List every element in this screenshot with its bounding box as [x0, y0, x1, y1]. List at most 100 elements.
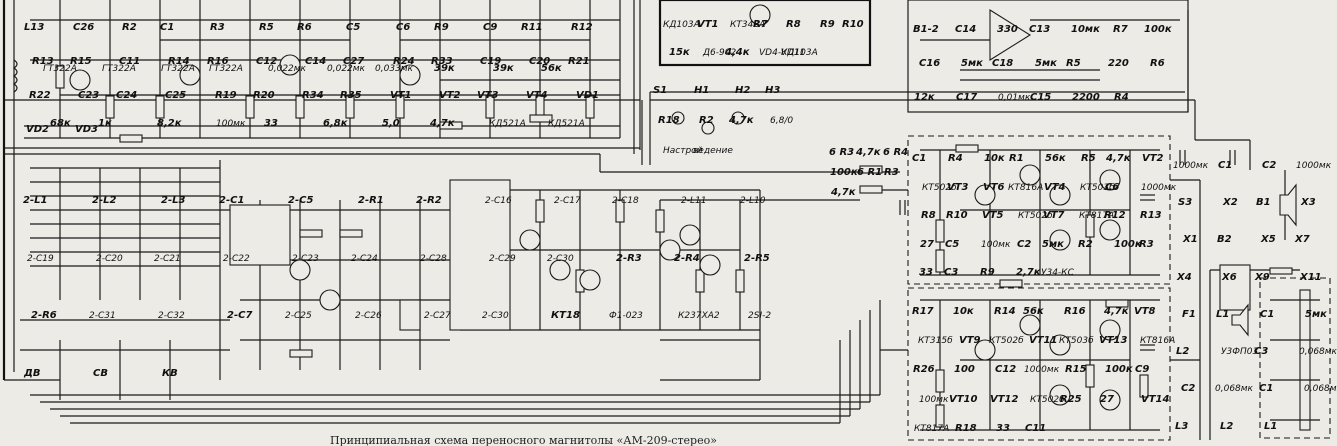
component-label: C3 [944, 267, 958, 278]
component-label: 2-C17 [554, 196, 581, 206]
component-label: R9 [820, 19, 835, 30]
component-label: КД103А [781, 48, 818, 58]
component-label: C3 [1254, 346, 1268, 357]
component-label: Д6-902 [702, 48, 736, 58]
component-label: 2-C27 [424, 311, 451, 321]
component-label: КТ503б [1080, 183, 1115, 193]
component-label: S1 [653, 85, 667, 96]
component-label: R3 [884, 167, 899, 178]
component-label: VD2 [26, 124, 49, 135]
component-label: 5мк [1035, 58, 1057, 69]
component-label: 6,8к [323, 118, 348, 129]
component-label: 5,0 [382, 118, 400, 129]
component-label: VT10 [949, 394, 978, 405]
component-label: 2SI-2 [748, 311, 771, 321]
component-label: R13 [32, 56, 54, 67]
component-label: ГТ322А [102, 64, 136, 74]
component-label: 5мк [961, 58, 983, 69]
component-label: R14 [994, 306, 1016, 317]
component-label: 100к [1144, 24, 1172, 35]
component-label: КТ342А [730, 20, 765, 30]
component-label: 39к [434, 63, 455, 74]
component-label: R12 [571, 22, 593, 33]
fm-wiring [20, 160, 761, 400]
component-label: 100мк [216, 119, 246, 129]
component-label: 56к [1045, 153, 1066, 164]
component-label: VT2 [1142, 153, 1164, 164]
component-label: R33 [431, 56, 453, 67]
component-label: C19 [480, 56, 501, 67]
component-label: КТ817А [914, 424, 949, 434]
component-label: C5 [945, 239, 959, 250]
component-label: R21 [568, 56, 590, 67]
component-label: 100мк [981, 240, 1011, 250]
component-label: 2-C26 [355, 311, 382, 321]
component-label: H1 [694, 85, 709, 96]
component-label: B1 [1256, 197, 1271, 208]
component-label: R16 [207, 56, 229, 67]
component-label: 2-R3 [616, 253, 642, 264]
component-label: 2-R6 [31, 310, 57, 321]
component-label: 2-C19 [27, 254, 54, 264]
component-label: 2-L10 [740, 196, 766, 206]
component-label: C9 [483, 22, 497, 33]
component-label: R11 [521, 22, 543, 33]
component-label: R7 [753, 19, 768, 30]
component-label: R7 [1113, 24, 1128, 35]
component-label: КТ817А [1079, 211, 1114, 221]
component-label: 2-C28 [420, 254, 447, 264]
component-label: VT4 [526, 90, 548, 101]
component-label: C27 [343, 56, 364, 67]
component-label: 2-R2 [416, 195, 442, 206]
component-label: 4,7к [429, 118, 455, 129]
component-label: 2-C1 [219, 195, 244, 206]
component-label: 2,7к [1016, 267, 1041, 278]
component-label: 10к [984, 153, 1005, 164]
component-label: 2-C24 [351, 254, 378, 264]
component-label: C12 [256, 56, 277, 67]
component-label: X6 [1221, 272, 1237, 283]
component-label: 2-C25 [285, 311, 312, 321]
component-label: C25 [165, 90, 186, 101]
component-label: R20 [253, 90, 275, 101]
component-label: C20 [529, 56, 550, 67]
component-label: 33 [996, 423, 1010, 434]
component-label: 0,022мк [268, 64, 307, 74]
component-label: VT3 [477, 90, 499, 101]
component-label: КТ315б [918, 336, 953, 346]
component-label: 5мк [1042, 239, 1064, 250]
component-label: C6 [396, 22, 410, 33]
caption: Принципиальная схема переносного магнито… [330, 434, 717, 446]
component-label: VD1 [576, 90, 599, 101]
component-label: 6 R1 [857, 167, 882, 178]
component-label: R1 [1009, 153, 1024, 164]
component-label: VT8 [1134, 306, 1156, 317]
component-label: C16 [919, 58, 940, 69]
component-label: 2-C30 [482, 311, 509, 321]
component-label: C11 [119, 56, 140, 67]
component-label: 2-C16 [485, 196, 512, 206]
component-label: C1 [160, 22, 174, 33]
component-label: ДВ [23, 368, 41, 379]
component-label: R12 [1104, 210, 1126, 221]
component-label: R8 [921, 210, 936, 221]
component-label: 15к [669, 47, 690, 58]
component-label: 0,033мк [375, 64, 414, 74]
component-label: 1000мк [1024, 365, 1060, 375]
component-label: КВ [162, 368, 178, 379]
component-label: C11 [1025, 423, 1046, 434]
component-label: КД521А [548, 119, 585, 129]
component-label: VT9 [959, 335, 981, 346]
component-label: R25 [1060, 394, 1082, 405]
component-label: 100мк [919, 395, 949, 405]
component-label: 4,7к [830, 187, 856, 198]
opamp-triangle [989, 9, 1032, 61]
component-label: VT13 [1099, 335, 1128, 346]
component-label: C24 [116, 90, 137, 101]
component-label: 1000мк [1296, 161, 1332, 171]
component-label: 27 [920, 239, 934, 250]
component-label: X3 [1300, 197, 1316, 208]
component-label: R2 [1078, 239, 1093, 250]
component-label: L2 [1176, 346, 1189, 357]
